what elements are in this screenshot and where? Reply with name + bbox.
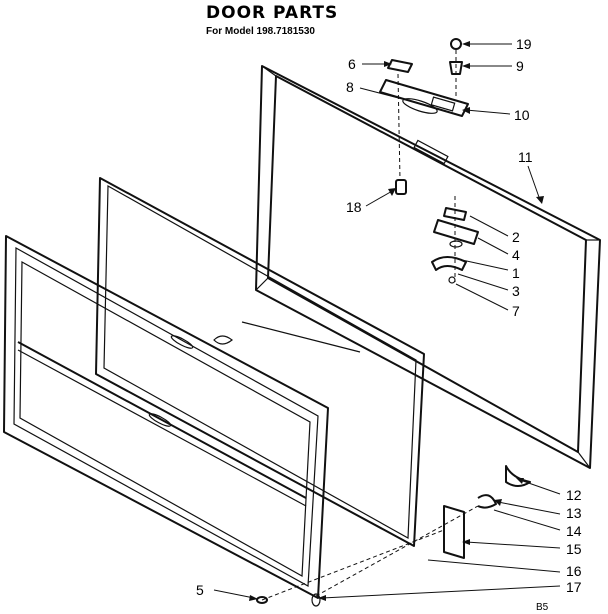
front-door-panel (3, 235, 329, 599)
latch-clip (387, 59, 413, 73)
leader-lines (213, 41, 561, 601)
callout-6: 6 (348, 56, 356, 72)
callout-5: 5 (196, 582, 204, 598)
hinge-bracket (443, 505, 465, 559)
door-handle-top (170, 335, 194, 349)
callout-3: 3 (512, 283, 520, 299)
door-handle-mid (148, 413, 172, 427)
callout-13: 13 (566, 505, 582, 521)
spacer-part (395, 179, 407, 195)
callout-9: 9 (516, 58, 524, 74)
inner-door-frame (95, 177, 425, 547)
callout-4: 4 (512, 247, 520, 263)
callout-1: 1 (512, 265, 520, 281)
callout-18: 18 (346, 199, 362, 215)
knob-cap (450, 38, 462, 50)
latch-button (449, 61, 463, 75)
model-number: For Model 198.7181530 (206, 26, 315, 37)
washer-bottom (311, 593, 321, 607)
latch-plate-assembly (379, 38, 469, 181)
bottom-hardware (256, 465, 531, 607)
callout-8: 8 (346, 79, 354, 95)
callout-19: 19 (516, 36, 532, 52)
outer-door-frame (255, 65, 601, 469)
callout-2: 2 (512, 229, 520, 245)
hinge-assembly (431, 196, 479, 284)
callout-14: 14 (566, 523, 582, 539)
latch-spring (402, 98, 438, 114)
diagram-title: DOOR PARTS (206, 3, 338, 23)
hinge-spring (477, 494, 497, 509)
callout-labels: 19 9 6 8 10 11 18 2 4 1 3 7 12 13 14 15 … (196, 36, 582, 598)
callout-17: 17 (566, 579, 582, 595)
callout-11: 11 (518, 149, 533, 165)
callout-16: 16 (566, 563, 582, 579)
callout-10: 10 (514, 107, 530, 123)
callout-15: 15 (566, 541, 582, 557)
callout-12: 12 (566, 487, 582, 503)
gasket-end (505, 465, 531, 487)
door-gasket-loop (213, 335, 233, 345)
screw-bottom (256, 596, 268, 604)
callout-7: 7 (512, 303, 520, 319)
diagram-code: B5 (536, 602, 549, 613)
